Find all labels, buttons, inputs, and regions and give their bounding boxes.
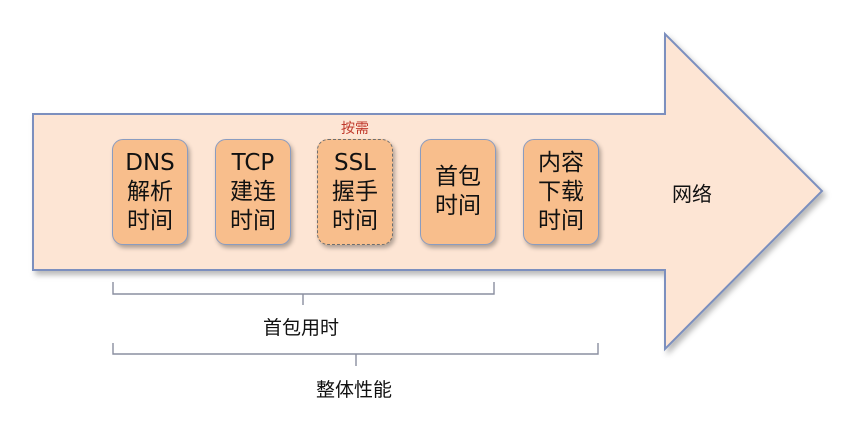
stage-ssl-box: SSL 握手 时间 <box>317 139 393 245</box>
first-packet-time-label: 首包用时 <box>263 317 340 339</box>
arrow-label: 网络 <box>672 182 712 206</box>
overall-performance-label: 整体性能 <box>316 379 393 401</box>
brace-first-packet <box>112 282 495 305</box>
stage-first-packet-line-1: 首包 <box>435 164 481 190</box>
stage-tcp-line-3: 时间 <box>230 207 276 234</box>
stage-ssl-line-1: SSL <box>333 149 376 176</box>
stage-download-box: 内容 下载 时间 <box>523 139 599 245</box>
stage-first-packet-line-2: 时间 <box>435 193 481 219</box>
stage-dns-line-3: 时间 <box>127 207 173 234</box>
stage-ssl-line-3: 时间 <box>332 207 378 234</box>
stage-dns-line-1: DNS <box>125 149 175 176</box>
ssl-optional-note: 按需 <box>341 121 369 137</box>
stage-ssl-line-2: 握手 <box>332 178 378 205</box>
stage-dns-line-2: 解析 <box>127 178 173 205</box>
stage-download-line-3: 时间 <box>538 207 584 234</box>
stage-tcp-line-2: 建连 <box>230 178 276 205</box>
brace-overall <box>112 343 599 366</box>
stage-tcp-line-1: TCP <box>231 149 275 176</box>
stage-tcp-box: TCP 建连 时间 <box>215 139 291 245</box>
stage-download-line-2: 下载 <box>538 178 584 205</box>
stage-first-packet-box: 首包 时间 <box>420 139 496 245</box>
stage-download-line-1: 内容 <box>538 149 584 176</box>
stage-dns-box: DNS 解析 时间 <box>112 139 188 245</box>
